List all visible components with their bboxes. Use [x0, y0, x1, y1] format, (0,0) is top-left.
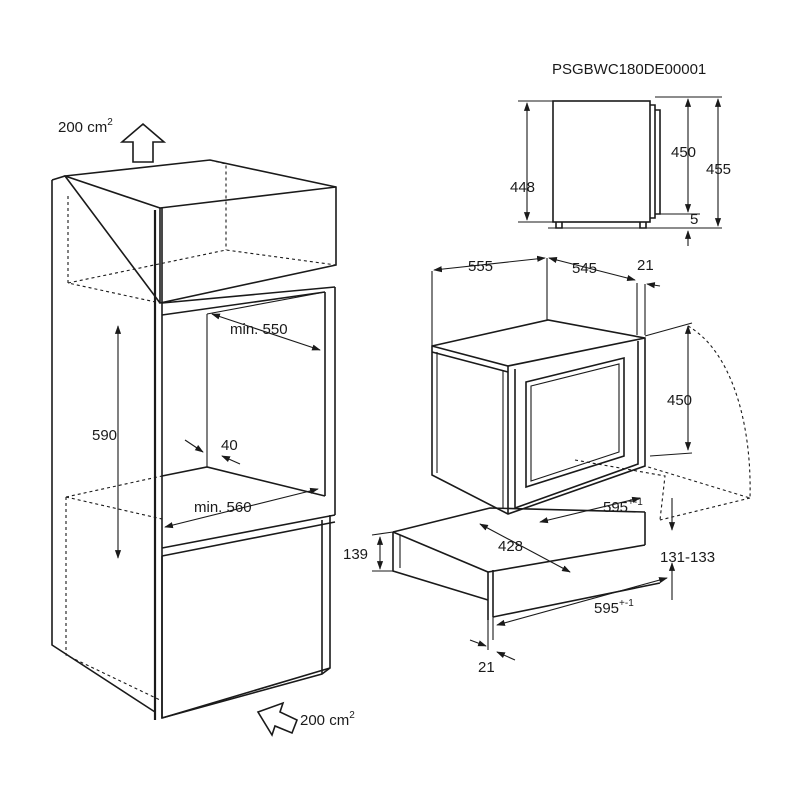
model-code: PSGBWC180DE00001 — [552, 61, 706, 78]
vent-in-arrow-icon — [256, 701, 299, 737]
dim-21-top: 21 — [637, 257, 654, 274]
dim-595-bottom: 595+-1 — [594, 598, 634, 617]
dim-min-550: min. 550 — [230, 321, 288, 338]
dim-450-front: 450 — [667, 392, 692, 409]
dim-590: 590 — [92, 427, 117, 444]
tall-cabinet-drawing: 200 cm2 200 cm2 — [51, 117, 355, 737]
dim-21-bottom: 21 — [478, 659, 495, 676]
dim-131-133: 131-133 — [660, 549, 715, 566]
dim-min-560: min. 560 — [194, 499, 252, 516]
vent-top-label: 200 cm2 — [58, 117, 113, 136]
dim-5: 5 — [690, 211, 698, 228]
dim-555: 555 — [468, 258, 493, 275]
vent-bottom-label: 200 cm2 — [300, 710, 355, 729]
vent-up-arrow-icon — [119, 122, 167, 163]
dim-450-side: 450 — [671, 144, 696, 161]
dim-40: 40 — [221, 437, 238, 454]
dim-448: 448 — [510, 179, 535, 196]
dim-595-top: 595+-1 — [603, 497, 643, 516]
dim-545: 545 — [572, 260, 597, 277]
dim-139: 139 — [343, 546, 368, 563]
dim-428: 428 — [498, 538, 523, 555]
dim-455: 455 — [706, 161, 731, 178]
side-view-drawing: 448 450 455 5 — [510, 96, 731, 246]
appliance-iso-drawing: 555 545 21 450 595+-1 — [343, 255, 751, 676]
